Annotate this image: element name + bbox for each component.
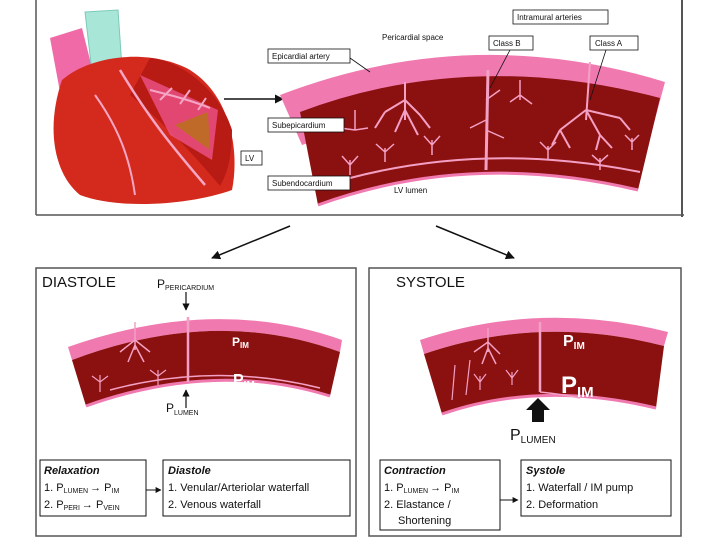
contraction-line-3: Shortening <box>398 515 451 527</box>
diastole-box-line-1: 1. Venular/Arteriolar waterfall <box>168 482 309 494</box>
contraction-line-1: 1. PLUMEN→ PIM <box>384 482 459 495</box>
diastole-epicardium-arc <box>68 319 342 360</box>
label-lv: LV <box>245 154 255 163</box>
arrow-to-systole <box>435 225 515 260</box>
systole-p-im-upper: PIM <box>563 333 585 352</box>
diastole-p-pericardium-label: PPERICARDIUM <box>157 277 214 292</box>
label-lv-lumen: LV lumen <box>394 186 427 195</box>
systole-epicardium-arc <box>420 317 668 354</box>
diastole-box-line-2: 2. Venous waterfall <box>168 499 261 511</box>
label-subepicardium: Subepicardium <box>272 121 326 130</box>
diastole-myocardium-arc <box>72 330 340 406</box>
relaxation-title: Relaxation <box>44 465 100 477</box>
top-panel <box>35 0 684 217</box>
diastole-box-title: Diastole <box>168 465 211 477</box>
diastole-p-lumen-label: PLUMEN <box>166 401 199 417</box>
systole-p-lumen-label: PLUMEN <box>510 427 556 446</box>
diastole-panel: DIASTOLE PPERICARDIUM PIM PIM PLUMEN Rel… <box>35 267 357 537</box>
top-labels: Intramural arteries Pericardial space Cl… <box>240 9 639 195</box>
systole-panel: SYSTOLE PIM PIM PLUMEN Contraction 1. PL… <box>368 267 682 537</box>
systole-box-line-1: 1. Waterfall / IM pump <box>526 482 633 494</box>
heart-illustration <box>50 9 235 205</box>
systole-box-title: Systole <box>526 465 565 477</box>
systole-myocardium-arc <box>424 331 664 414</box>
contraction-title: Contraction <box>384 465 446 477</box>
relaxation-line-2: 2. PPERI→ PVEIN <box>44 499 120 512</box>
top-myocardium-arc <box>280 54 665 207</box>
label-epicardial-artery: Epicardial artery <box>272 52 330 61</box>
label-intramural-arteries: Intramural arteries <box>517 13 582 22</box>
diastole-title: DIASTOLE <box>42 274 116 291</box>
diastole-p-im-lower: PIM <box>233 372 255 391</box>
label-class-b: Class B <box>493 39 521 48</box>
label-subendocardium: Subendocardium <box>272 179 333 188</box>
systole-p-im-lower: PIM <box>561 372 594 401</box>
relaxation-line-1: 1. PLUMEN→ PIM <box>44 482 119 495</box>
label-pericardial-space: Pericardial space <box>382 33 444 42</box>
diastole-p-im-upper: PIM <box>232 335 249 350</box>
systole-box-line-2: 2. Deformation <box>526 499 598 511</box>
systole-lumen-pressure-arrow <box>526 398 550 422</box>
label-class-a: Class A <box>595 39 623 48</box>
systole-title: SYSTOLE <box>396 274 465 291</box>
arrow-to-diastole <box>211 225 291 260</box>
contraction-line-2: 2. Elastance / <box>384 499 452 511</box>
